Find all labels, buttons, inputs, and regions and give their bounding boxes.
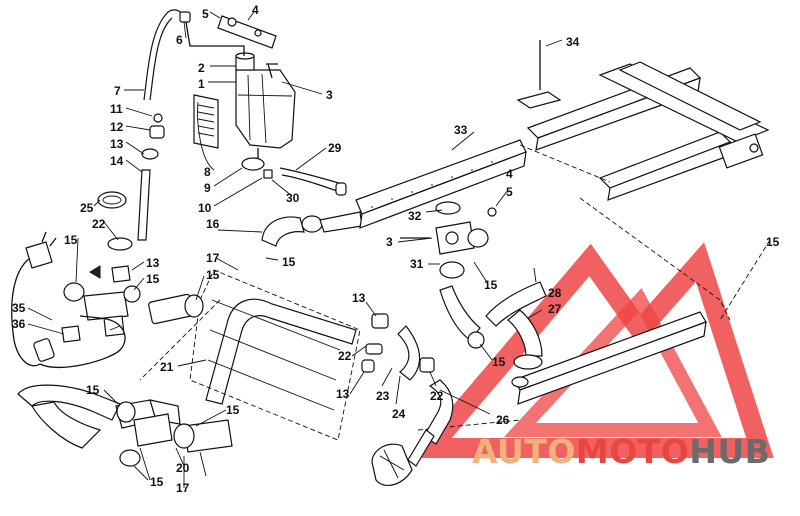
label-15-e: 15	[492, 355, 506, 369]
label-13-d: 13	[336, 387, 350, 401]
label-21: 21	[160, 360, 174, 374]
label-17-bottom: 17	[176, 481, 190, 495]
tank-clamps	[241, 157, 273, 179]
label-22-left: 22	[92, 217, 106, 231]
heat-exchanger-33	[355, 139, 527, 229]
watermark-auto: AUTO	[472, 432, 576, 471]
label-5-mid: 5	[506, 185, 513, 199]
label-7: 7	[114, 84, 121, 98]
oil-tank	[235, 52, 296, 160]
label-4-mid: 4	[506, 167, 513, 181]
label-15-g: 15	[766, 235, 780, 249]
label-24: 24	[392, 407, 406, 421]
center-tunnel	[189, 269, 361, 441]
hose-29	[279, 167, 347, 196]
label-15-f: 15	[484, 278, 498, 292]
label-34: 34	[566, 35, 580, 49]
label-15-j: 15	[150, 475, 164, 489]
label-15-h: 15	[86, 383, 100, 397]
thermostat-housing	[400, 201, 497, 279]
clamp-26	[97, 191, 127, 209]
watermark-moto: MOTO	[575, 432, 690, 471]
label-15-b: 15	[146, 272, 160, 286]
label-15-d: 15	[282, 255, 296, 269]
label-13-top: 13	[110, 137, 124, 151]
elbow-16	[261, 211, 363, 247]
label-15-i: 15	[226, 403, 240, 417]
watermark-text: AUTOMOTOHUB	[472, 432, 770, 471]
label-9: 9	[204, 181, 211, 195]
heat-exchanger-top	[516, 40, 770, 201]
label-22-d: 22	[430, 389, 444, 403]
label-29: 29	[328, 141, 342, 155]
label-25: 26	[496, 413, 510, 427]
label-11: 11	[110, 102, 123, 116]
label-2: 2	[198, 61, 205, 75]
label-15-c: 15	[206, 268, 220, 282]
label-16: 16	[206, 217, 220, 231]
label-1: 1	[198, 77, 205, 91]
heat-exchanger-lower	[511, 311, 707, 405]
label-3-top: 3	[326, 88, 333, 102]
label-35: 35	[12, 301, 26, 315]
label-13-c: 13	[352, 291, 366, 305]
label-10: 10	[198, 201, 212, 215]
label-26: 25	[80, 201, 94, 215]
label-28: 28	[548, 286, 562, 300]
label-12: 12	[110, 120, 124, 134]
label-33: 33	[454, 123, 468, 137]
vent-hose	[143, 9, 245, 101]
leader-lines	[27, 11, 563, 488]
label-27: 27	[548, 302, 562, 316]
label-14: 14	[110, 154, 124, 168]
label-30: 30	[286, 191, 300, 205]
part-labels: 5 4 6 2 1 3 7 11 12 13 14 8 9 10 30 29 2…	[12, 3, 780, 495]
heater-cord	[11, 231, 126, 368]
top-bracket	[217, 15, 277, 49]
label-32: 32	[408, 209, 422, 223]
hose-28	[439, 281, 547, 341]
label-5: 5	[202, 7, 209, 21]
label-20: 20	[176, 461, 190, 475]
watermark-hub: HUB	[689, 432, 771, 471]
label-22-c: 22	[338, 349, 352, 363]
label-8: 8	[204, 165, 211, 179]
label-31: 31	[410, 257, 424, 271]
left-fittings	[137, 113, 165, 241]
label-36: 36	[12, 317, 26, 331]
oil-level-decal	[193, 94, 219, 149]
label-3-mid: 3	[386, 235, 393, 249]
hose-21	[205, 298, 357, 405]
coolant-pump	[361, 313, 454, 487]
label-15-a: 15	[64, 233, 78, 247]
left-hoses	[63, 237, 204, 337]
hose-27	[467, 309, 543, 370]
label-6: 6	[176, 33, 183, 47]
label-23: 23	[376, 389, 390, 403]
label-13-mid: 13	[146, 256, 160, 270]
label-17-mid: 17	[206, 251, 220, 265]
label-4: 4	[252, 3, 259, 17]
lower-left-hoses	[17, 384, 233, 481]
